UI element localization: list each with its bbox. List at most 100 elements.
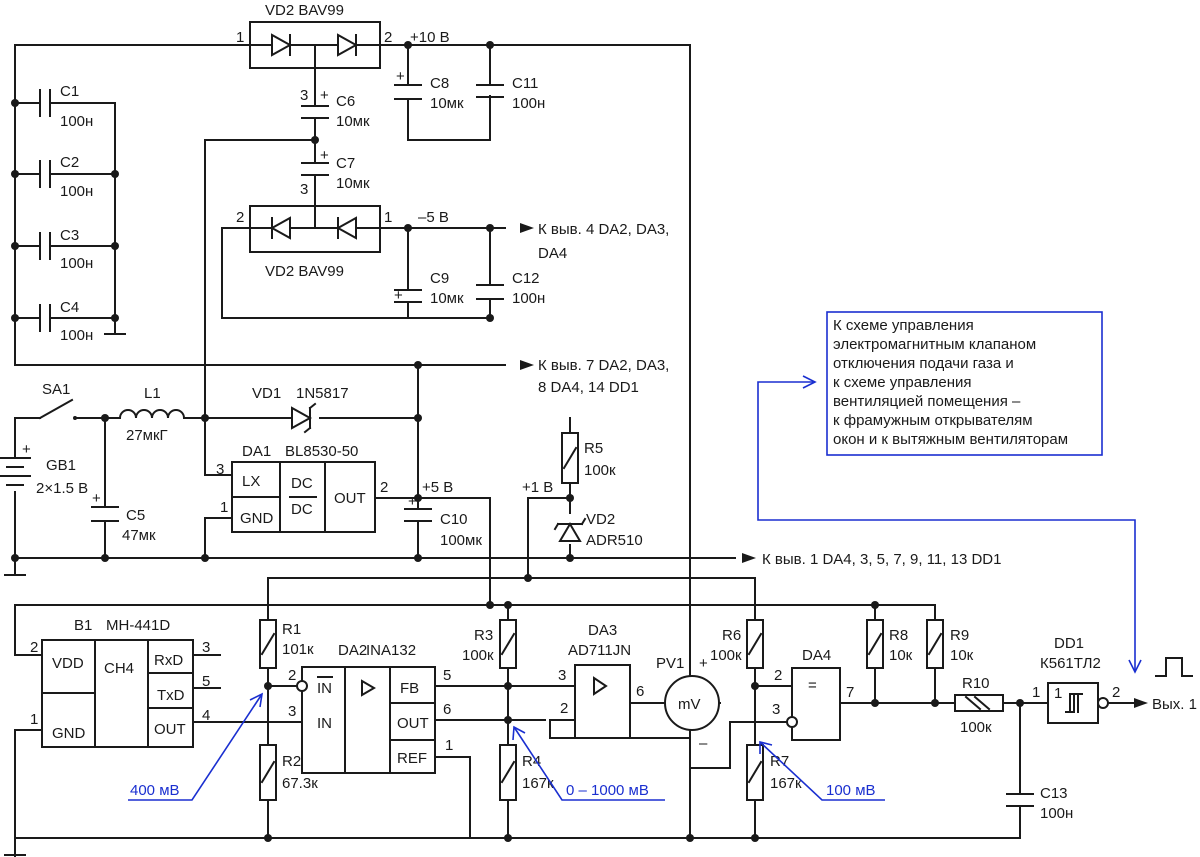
svg-text:2: 2: [380, 479, 388, 496]
note-box: К схеме управления электромагнитным клап…: [826, 311, 1103, 456]
svg-text:10к: 10к: [889, 647, 913, 664]
svg-text:47мк: 47мк: [122, 527, 156, 544]
svg-text:C10: C10: [440, 511, 468, 528]
svg-text:RxD: RxD: [154, 652, 183, 669]
svg-text:10к: 10к: [950, 647, 974, 664]
svg-text:BL8530-50: BL8530-50: [285, 443, 358, 460]
svg-text:+: +: [320, 147, 329, 164]
svg-text:100 мВ: 100 мВ: [826, 782, 876, 799]
svg-text:2×1.5 В: 2×1.5 В: [36, 480, 88, 497]
resistor-r3: R3 100к: [462, 619, 517, 669]
svg-text:2: 2: [384, 29, 392, 46]
svg-text:ADR510: ADR510: [586, 532, 643, 549]
svg-text:100мк: 100мк: [440, 532, 482, 549]
svg-text:2: 2: [236, 209, 244, 226]
amplifier-da2: IN IN FB OUT REF 2 3 5 6 1 DA2 INA132: [288, 642, 453, 774]
svg-text:3: 3: [300, 181, 308, 198]
plus5-label: +5 В: [422, 479, 453, 496]
resistor-r5: R5 100к: [561, 432, 616, 484]
to-da-pin4-label-2: DA4: [538, 245, 567, 262]
svg-text:10мк: 10мк: [430, 95, 464, 112]
svg-text:5: 5: [202, 673, 210, 690]
svg-text:R2: R2: [282, 753, 301, 770]
svg-text:100н: 100н: [60, 183, 93, 200]
capacitor-c7: + 3 C7 10мк: [300, 147, 370, 198]
svg-text:2: 2: [30, 639, 38, 656]
svg-text:100н: 100н: [60, 255, 93, 272]
note-arrow: [757, 375, 1142, 674]
svg-text:К561ТЛ2: К561ТЛ2: [1040, 655, 1101, 672]
svg-text:2: 2: [774, 667, 782, 684]
svg-text:3: 3: [558, 667, 566, 684]
svg-text:100к: 100к: [584, 462, 616, 479]
resistor-r6: R6 100к: [710, 619, 764, 669]
svg-text:+: +: [699, 655, 708, 672]
annotation-0-1000mv: 0 – 1000 мВ: [512, 725, 665, 801]
capacitor-c8: + C8 10мк: [394, 68, 464, 112]
svg-text:R9: R9: [950, 627, 969, 644]
voltmeter-pv1: mV PV1 + –: [656, 655, 720, 752]
svg-text:2: 2: [560, 700, 568, 717]
svg-text:C2: C2: [60, 154, 79, 171]
svg-text:C8: C8: [430, 75, 449, 92]
diode-pair-vd2-top: VD2 BAV99 1 2: [236, 2, 392, 69]
plus1-label: +1 В: [522, 479, 553, 496]
svg-text:к схеме управления: к схеме управления: [833, 374, 972, 391]
svg-text:3: 3: [288, 703, 296, 720]
svg-text:3: 3: [202, 639, 210, 656]
svg-text:2: 2: [1112, 684, 1120, 701]
converter-da1: LX GND DC DC OUT 3 1 2 DA1 BL8530-50: [216, 443, 388, 533]
svg-text:+: +: [92, 490, 101, 507]
capacitor-c12: C12 100н: [476, 270, 545, 307]
wires: [14, 44, 1131, 857]
svg-text:mV: mV: [678, 696, 701, 713]
svg-text:3: 3: [216, 461, 224, 478]
pulse-icon: [1155, 657, 1193, 677]
capacitor-c2: C2 100н: [39, 154, 93, 200]
svg-text:27мкГ: 27мкГ: [126, 427, 168, 444]
svg-text:1: 1: [220, 499, 228, 516]
svg-text:+: +: [394, 287, 403, 304]
battery-gb1: + GB1 2×1.5 В: [0, 441, 88, 497]
svg-text:100к: 100к: [960, 719, 992, 736]
svg-text:C1: C1: [60, 83, 79, 100]
svg-text:1: 1: [30, 711, 38, 728]
svg-text:3: 3: [300, 87, 308, 104]
resistor-r10: R10 100к: [954, 675, 1004, 736]
svg-text:C11: C11: [512, 75, 538, 92]
schmitt-trigger-dd1: 1 1 2 DD1 К561ТЛ2: [1032, 635, 1120, 724]
svg-text:вентиляцией помещения –: вентиляцией помещения –: [833, 393, 1021, 410]
svg-text:3: 3: [772, 701, 780, 718]
svg-text:C5: C5: [126, 507, 145, 524]
svg-text:1: 1: [384, 209, 392, 226]
comparator-da4: = 2 3 7 DA4: [772, 647, 854, 741]
svg-text:C6: C6: [336, 93, 355, 110]
svg-text:100к: 100к: [710, 647, 742, 664]
svg-text:OUT: OUT: [397, 715, 429, 732]
svg-text:VDD: VDD: [52, 655, 84, 672]
capacitor-c13: C13 100н: [1006, 785, 1073, 822]
resistor-r1: R1 101к: [259, 619, 314, 669]
to-da-pin7-label-2: 8 DA4, 14 DD1: [538, 379, 639, 396]
svg-text:C13: C13: [1040, 785, 1068, 802]
svg-text:6: 6: [636, 683, 644, 700]
svg-text:TxD: TxD: [157, 687, 185, 704]
svg-text:DA4: DA4: [802, 647, 831, 664]
switch-sa1: SA1: [38, 381, 77, 420]
opamp-da3: 3 2 6 DA3 AD711JN: [558, 622, 644, 739]
resistor-r4: R4 167к: [499, 744, 554, 801]
svg-text:К схеме управления: К схеме управления: [833, 317, 974, 334]
svg-text:INA132: INA132: [366, 642, 416, 659]
svg-text:0 – 1000 мВ: 0 – 1000 мВ: [566, 782, 649, 799]
svg-text:окон и к вытяжным вентиляторам: окон и к вытяжным вентиляторам: [833, 431, 1068, 448]
svg-text:1: 1: [1054, 685, 1062, 702]
plus10-label: +10 В: [410, 29, 450, 46]
svg-text:DC: DC: [291, 501, 313, 518]
capacitor-c6: 3 + C6 10мк: [300, 87, 370, 130]
svg-text:электромагнитным клапаном: электромагнитным клапаном: [833, 336, 1036, 353]
diode-pair-vd2-bottom: VD2 BAV99 2 1: [236, 205, 392, 280]
svg-text:C3: C3: [60, 227, 79, 244]
svg-text:VD2 BAV99: VD2 BAV99: [265, 263, 344, 280]
svg-text:100н: 100н: [512, 95, 545, 112]
